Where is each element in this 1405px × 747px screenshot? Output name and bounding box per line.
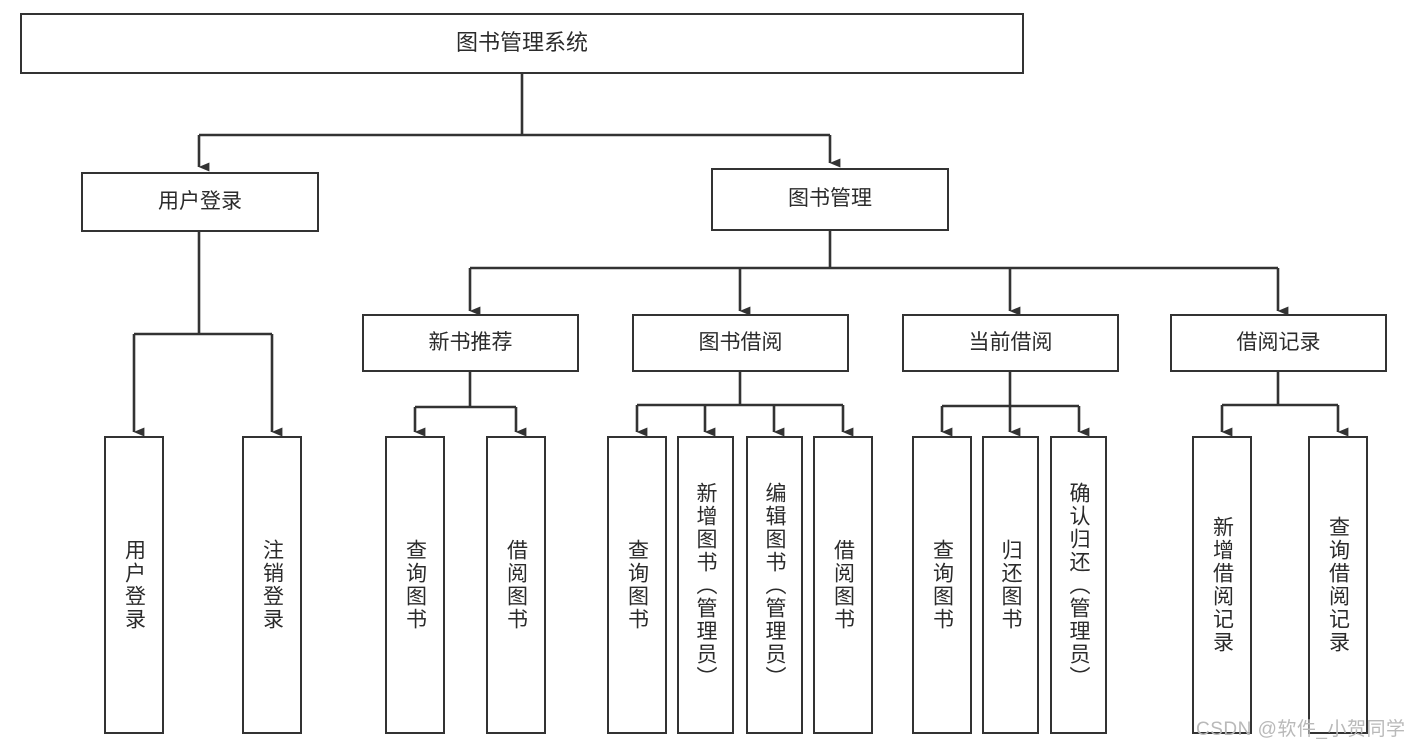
node-label: 查询图书 <box>625 539 649 631</box>
node-label: 图书借阅 <box>698 330 783 354</box>
node-label: 查询图书 <box>930 539 954 631</box>
node-label: 归还图书 <box>999 539 1022 631</box>
leaf-query-borrow-record[interactable]: 查询借阅记录 <box>1308 436 1368 734</box>
node-label: 当前借阅 <box>968 330 1053 354</box>
node-label: 注销登录 <box>260 539 284 631</box>
node-label: 借阅图书 <box>504 539 528 631</box>
leaf-borrow-book[interactable]: 借阅图书 <box>813 436 873 734</box>
leaf-query-book-recommend[interactable]: 查询图书 <box>385 436 445 734</box>
node-label: 编辑图书（管理员） <box>763 481 786 689</box>
node-label: 图书管理系统 <box>455 30 588 56</box>
node-label: 图书管理 <box>788 187 872 211</box>
node-label: 借阅图书 <box>831 539 855 631</box>
node-label: 用户登录 <box>158 189 242 213</box>
leaf-query-book-borrow[interactable]: 查询图书 <box>607 436 667 734</box>
node-book-management[interactable]: 图书管理 <box>711 168 949 231</box>
leaf-edit-book-admin[interactable]: 编辑图书（管理员） <box>746 436 803 734</box>
leaf-query-book-current[interactable]: 查询图书 <box>912 436 972 734</box>
node-new-book-recommend[interactable]: 新书推荐 <box>362 314 579 372</box>
node-book-borrow[interactable]: 图书借阅 <box>632 314 849 372</box>
leaf-confirm-return-admin[interactable]: 确认归还（管理员） <box>1050 436 1107 734</box>
leaf-user-login[interactable]: 用户登录 <box>104 436 164 734</box>
node-label: 新增图书（管理员） <box>694 481 717 689</box>
leaf-add-book-admin[interactable]: 新增图书（管理员） <box>677 436 734 734</box>
leaf-return-book[interactable]: 归还图书 <box>982 436 1039 734</box>
node-label: 借阅记录 <box>1236 330 1321 354</box>
node-label: 新书推荐 <box>428 330 513 354</box>
node-label: 用户登录 <box>122 539 146 631</box>
node-current-borrow[interactable]: 当前借阅 <box>902 314 1119 372</box>
leaf-add-borrow-record[interactable]: 新增借阅记录 <box>1192 436 1252 734</box>
node-label: 查询图书 <box>403 539 427 631</box>
node-label: 确认归还（管理员） <box>1067 481 1090 689</box>
node-label: 新增借阅记录 <box>1210 516 1234 654</box>
node-label: 查询借阅记录 <box>1326 516 1350 654</box>
node-borrow-record[interactable]: 借阅记录 <box>1170 314 1387 372</box>
node-root-book-management-system[interactable]: 图书管理系统 <box>20 13 1024 74</box>
leaf-logout-login[interactable]: 注销登录 <box>242 436 302 734</box>
node-user-login[interactable]: 用户登录 <box>81 172 319 232</box>
leaf-borrow-book-recommend[interactable]: 借阅图书 <box>486 436 546 734</box>
csdn-watermark: CSDN @软件_小贺同学 <box>1196 719 1405 740</box>
